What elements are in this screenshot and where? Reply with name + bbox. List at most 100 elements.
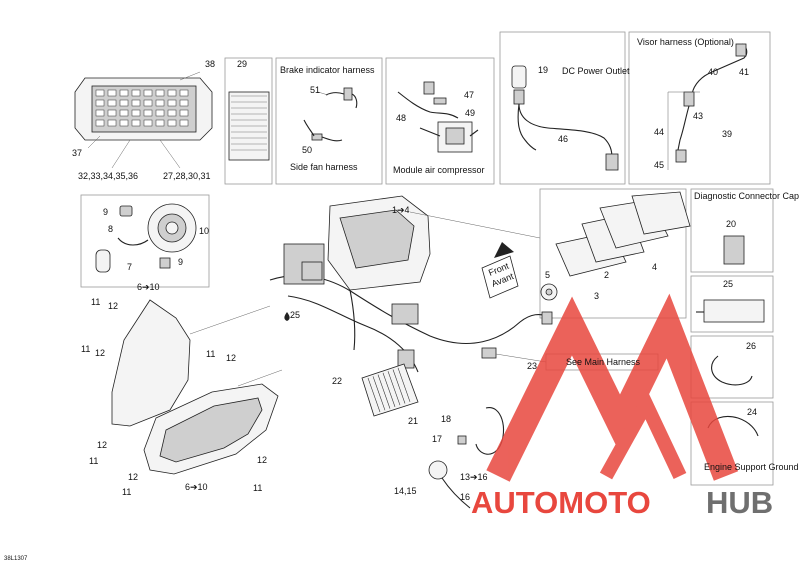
watermark-logo-mark (486, 293, 739, 482)
regulator-fin (377, 374, 391, 409)
brake-harness-frame (275, 57, 383, 185)
gauge-frame (539, 188, 687, 319)
fuse-slot (155, 109, 165, 117)
fuse-slot (179, 119, 189, 127)
main-harness-drawing (269, 243, 553, 373)
dc-outlet-frame (499, 31, 626, 185)
fuse-slot (119, 99, 129, 107)
callout-12a: 12 (108, 301, 118, 311)
callout-12e: 12 (128, 472, 138, 482)
callout-50: 50 (302, 145, 312, 155)
fuse-slot (107, 99, 117, 107)
callout-48: 48 (396, 113, 406, 123)
callout-16: 16 (460, 492, 470, 502)
watermark-text-automoto: AUTOMOTO (471, 485, 651, 520)
callout-39: 39 (722, 129, 732, 139)
callout-13-16: 13➔16 (460, 472, 488, 482)
headlamp-bulb-frame (80, 194, 210, 288)
callout-11e: 11 (122, 487, 131, 497)
fuse-slot (179, 99, 189, 107)
fuse-slot (107, 89, 117, 97)
fuse-slot (131, 109, 141, 117)
fuse-slot (131, 89, 141, 97)
callout-2: 2 (604, 270, 609, 280)
callout-7: 7 (127, 262, 132, 272)
callout-10a: 10 (199, 226, 209, 236)
fuse-slot (131, 99, 141, 107)
fuse-card-frame (224, 57, 273, 185)
callout-11b: 11 (81, 344, 90, 354)
fuse-slot (179, 109, 189, 117)
fuse-slot (179, 89, 189, 97)
visor-harness-title: Visor harness (Optional) (637, 37, 734, 47)
headlamp-bulb-drawing (95, 203, 197, 273)
fuse-slot (95, 99, 105, 107)
callout-46: 46 (558, 134, 568, 144)
dc-outlet-drawing (511, 65, 619, 171)
regulator-fin (367, 377, 381, 413)
callout-18: 18 (441, 414, 451, 424)
ground-wire-frame (690, 401, 774, 486)
diag-cap-frame (690, 188, 774, 273)
fuse-slot (143, 109, 153, 117)
callout-37: 37 (72, 148, 82, 158)
callout-27-31: 27,28,30,31 (163, 171, 211, 181)
callout-25a: 25 (290, 310, 300, 320)
small-parts-drawing (696, 235, 765, 437)
callout-22: 22 (332, 376, 342, 386)
compressor-title: Module air compressor (393, 165, 485, 175)
oil-drop-icon (284, 312, 290, 321)
callout-32-36: 32,33,34,35,36 (78, 171, 138, 181)
regulator-fin (387, 371, 401, 406)
fuse-slot (95, 109, 105, 117)
callout-11d: 11 (89, 456, 98, 466)
brake-harness-drawing (303, 87, 358, 142)
compressor-frame (385, 57, 495, 185)
callout-43: 43 (693, 111, 703, 121)
fuse-slot (107, 119, 117, 127)
callout-19: 19 (538, 65, 548, 75)
fuse-box-drawing (74, 71, 213, 169)
callout-9a: 9 (103, 207, 108, 217)
callout-12c: 12 (226, 353, 236, 363)
diag-cap-title: Diagnostic Connector Cap (694, 191, 799, 201)
callout-12f: 12 (257, 455, 267, 465)
fuse-slot (131, 119, 141, 127)
callout-47: 47 (464, 90, 474, 100)
figure-code: 38L1307 (4, 556, 28, 562)
main-harness-label: See Main Harness (566, 357, 641, 367)
regulator-fin (372, 376, 386, 411)
side-fan-harness-title: Side fan harness (290, 162, 358, 172)
regulator-fin (397, 367, 411, 402)
watermark-text-hub: HUB (706, 485, 773, 520)
callout-38: 38 (205, 59, 215, 69)
fuse-slot (143, 89, 153, 97)
fuse-slot (107, 109, 117, 117)
callout-49: 49 (465, 108, 475, 118)
fuse-slot (143, 99, 153, 107)
ground-wire-title: Engine Support Ground Wire (704, 462, 800, 472)
callout-1-4: 1➔4 (392, 205, 410, 215)
fuse-slot (167, 119, 177, 127)
callout-24: 24 (747, 407, 757, 417)
callout-17: 17 (432, 434, 442, 444)
regulator-fin (392, 369, 406, 404)
fuse-slot (167, 89, 177, 97)
callout-20: 20 (726, 219, 736, 229)
callout-29: 29 (237, 59, 247, 69)
callout-8: 8 (108, 224, 113, 234)
callout-26: 26 (746, 341, 756, 351)
regulator-fin (382, 372, 396, 407)
callout-9b: 9 (178, 257, 183, 267)
dc-outlet-title: DC Power Outlet (562, 66, 630, 76)
callout-41: 41 (739, 67, 749, 77)
callout-4: 4 (652, 262, 657, 272)
fuse-slot (119, 109, 129, 117)
fuse-slot (155, 99, 165, 107)
callout-45: 45 (654, 160, 664, 170)
gauge-panel-drawing (540, 191, 691, 301)
callout-12d: 12 (97, 440, 107, 450)
fuse-slot (95, 89, 105, 97)
callout-21: 21 (408, 416, 418, 426)
